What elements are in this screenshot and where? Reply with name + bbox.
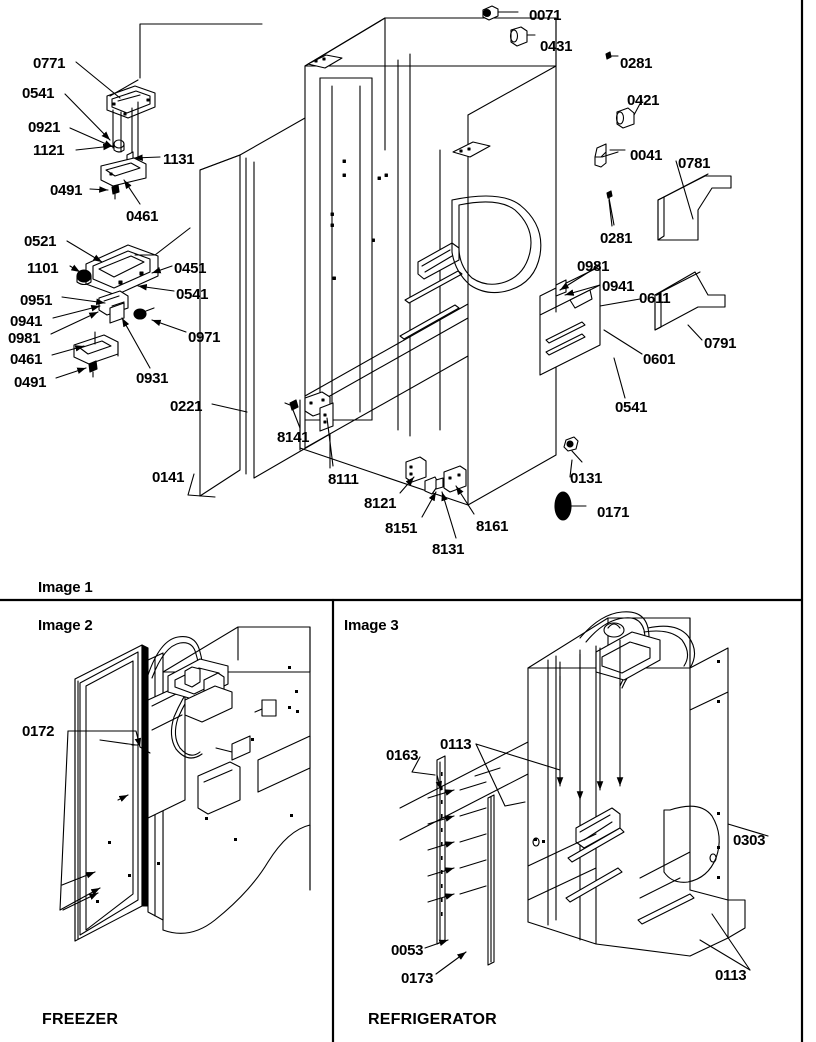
part-callout-1121: 1121: [33, 142, 65, 159]
section-label-freezer: FREEZER: [42, 1011, 119, 1028]
image3-refrigerator: [399, 611, 746, 966]
part-callout-8131: 8131: [432, 541, 465, 558]
part-callout-0541: 0541: [22, 85, 55, 102]
part-callout-8111: 8111: [328, 471, 359, 488]
part-callout-8151: 8151: [385, 520, 418, 537]
part-callout-0131: 0131: [570, 470, 603, 487]
part-callout-0941: 0941: [602, 278, 635, 295]
bottom-hinge-parts: [284, 391, 467, 495]
part-callout-0141: 0141: [152, 469, 185, 486]
part-callout-8141: 8141: [277, 429, 310, 446]
part-callout-0071: 0071: [529, 7, 562, 24]
part-callout-0521: 0521: [24, 233, 57, 250]
image2-freezer: [74, 626, 311, 942]
part-callout-0421: 0421: [627, 92, 660, 109]
part-callout-1131: 1131: [163, 151, 195, 168]
part-callout-0041: 0041: [630, 147, 663, 164]
part-callout-0931: 0931: [136, 370, 169, 387]
image1-cabinet: [199, 17, 557, 506]
part-callout-0281: 0281: [620, 55, 653, 72]
part-callout-0173: 0173: [401, 970, 434, 987]
upper-hinge-assembly: [100, 85, 156, 200]
part-callout-0461: 0461: [10, 351, 43, 368]
part-callout-0171: 0171: [597, 504, 630, 521]
part-callout-0921: 0921: [28, 119, 61, 136]
part-callout-0491: 0491: [14, 374, 47, 391]
part-callout-0451: 0451: [174, 260, 207, 277]
part-callout-0431: 0431: [540, 38, 573, 55]
part-callout-0791: 0791: [704, 335, 737, 352]
part-callout-1101: 1101: [27, 260, 59, 277]
image3-leaders: [411, 743, 769, 975]
part-callout-0771: 0771: [33, 55, 66, 72]
part-callout-0601: 0601: [643, 351, 676, 368]
part-callout-0941: 0941: [10, 313, 43, 330]
part-callout-0971: 0971: [188, 329, 221, 346]
part-callout-0611: 0611: [639, 290, 671, 307]
panel-title-image1: Image 1: [38, 579, 93, 596]
part-callout-0053: 0053: [391, 942, 424, 959]
panel-title-image2: Image 2: [38, 617, 93, 634]
part-callout-0113: 0113: [440, 736, 472, 753]
part-callout-0172: 0172: [22, 723, 55, 740]
image2-leaders: [59, 730, 151, 911]
section-label-refrigerator: REFRIGERATOR: [368, 1011, 497, 1028]
part-callout-8161: 8161: [476, 518, 509, 535]
part-callout-0281: 0281: [600, 230, 633, 247]
image1-leaders: [50, 23, 703, 539]
part-callout-0981: 0981: [577, 258, 610, 275]
part-callout-0981: 0981: [8, 330, 41, 347]
part-callout-0951: 0951: [20, 292, 53, 309]
part-callout-0221: 0221: [170, 398, 203, 415]
part-callout-0163: 0163: [386, 747, 419, 764]
part-callout-0491: 0491: [50, 182, 83, 199]
part-callout-0113: 0113: [715, 967, 747, 984]
lower-hinge-assembly: [73, 244, 159, 378]
part-callout-0781: 0781: [678, 155, 711, 172]
panel-title-image3: Image 3: [344, 617, 399, 634]
part-callout-8121: 8121: [364, 495, 397, 512]
part-callout-0541: 0541: [615, 399, 648, 416]
part-callout-0303: 0303: [733, 832, 766, 849]
part-callout-0541: 0541: [176, 286, 209, 303]
right-side-parts: [482, 5, 732, 521]
part-callout-0461: 0461: [126, 208, 159, 225]
